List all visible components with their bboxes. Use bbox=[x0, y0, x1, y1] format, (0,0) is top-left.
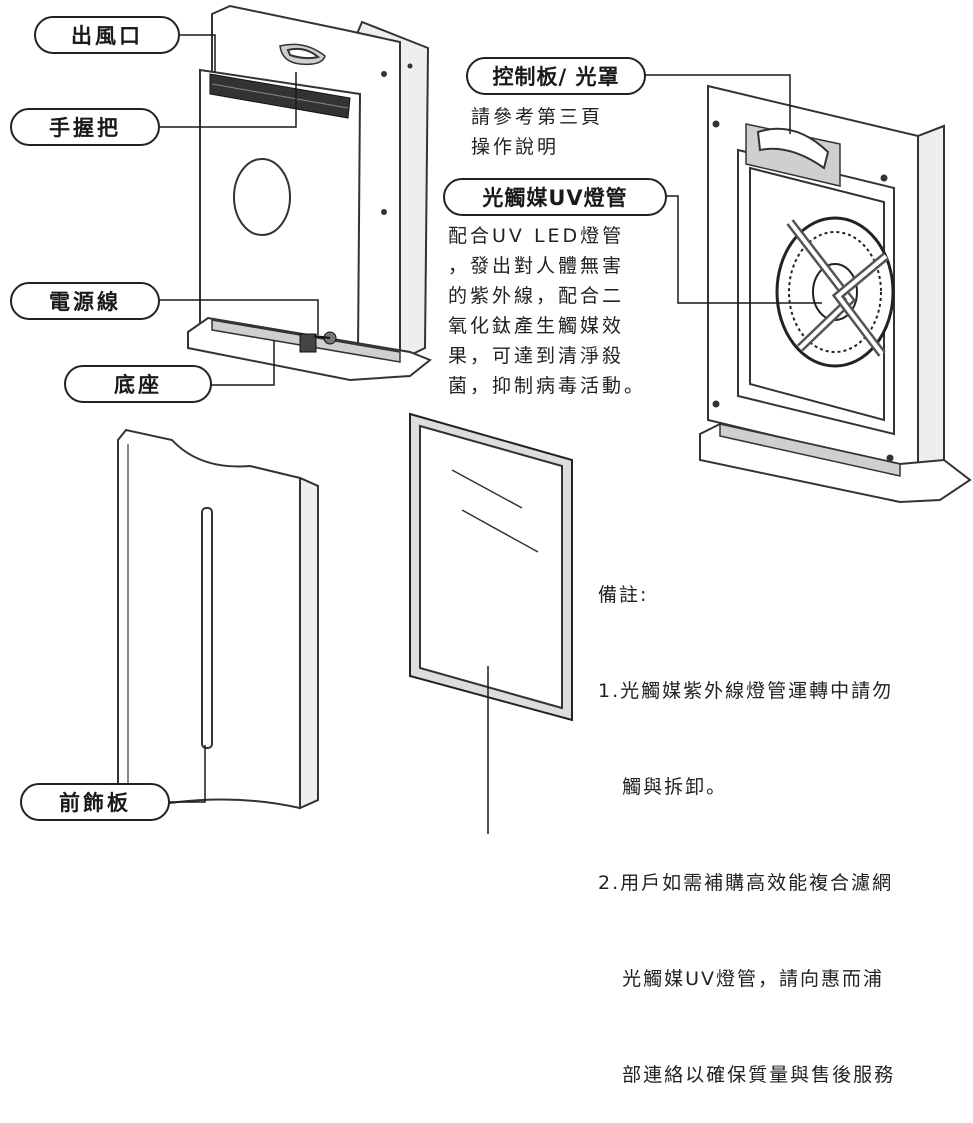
label-air-outlet: 出風口 bbox=[34, 16, 180, 54]
uv-lamp-description: 配合UV LED燈管，發出對人體無害的紫外線，配合二氧化鈦產生觸媒效果，可達到清… bbox=[448, 225, 647, 397]
diagram-canvas: 出風口 手握把 電源線 底座 前飾板 控制板/ 光罩 光觸媒UV燈管 請參考第三… bbox=[10, 4, 972, 1086]
note-line: 1.光觸媒紫外線燈管運轉中請勿 bbox=[598, 680, 894, 702]
note-line: 部連絡以確保質量與售後服務 bbox=[598, 1064, 896, 1086]
note-line: 2.用戶如需補購高效能複合濾網 bbox=[598, 872, 894, 894]
label-power-cord: 電源線 bbox=[10, 282, 160, 320]
label-handle: 手握把 bbox=[10, 108, 160, 146]
uv-lamp-unit bbox=[699, 84, 972, 504]
illustration-layer bbox=[117, 4, 972, 834]
leader-lines bbox=[157, 34, 822, 834]
label-base: 底座 bbox=[64, 365, 212, 403]
label-uv-lamp: 光觸媒UV燈管 bbox=[443, 178, 667, 216]
control-panel-reference: 請參考第三頁操作說明 bbox=[471, 106, 604, 158]
filter-part bbox=[409, 412, 573, 722]
front-panel-part bbox=[117, 428, 319, 812]
notes-block: 備註: 1.光觸媒紫外線燈管運轉中請勿 觸與拆卸。 2.用戶如需補購高效能複合濾… bbox=[598, 515, 973, 1123]
notes-title: 備註: bbox=[598, 584, 649, 606]
purifier-rear-unit bbox=[187, 4, 432, 382]
note-line: 光觸媒UV燈管，請向惠而浦 bbox=[598, 968, 885, 990]
label-front-panel: 前飾板 bbox=[20, 783, 170, 821]
note-line: 觸與拆卸。 bbox=[598, 776, 728, 798]
label-control-panel: 控制板/ 光罩 bbox=[466, 57, 646, 95]
